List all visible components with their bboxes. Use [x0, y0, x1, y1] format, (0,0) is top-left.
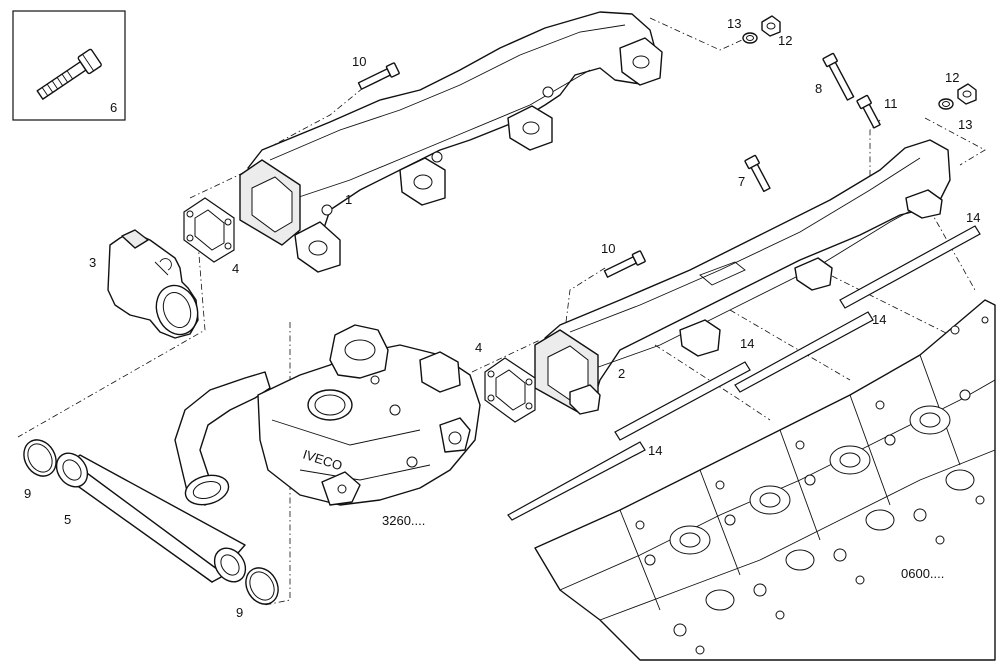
callout-labels: 1 2 3 4 4 5 6 7 8 9 9 10 10 11 12 12 13 …: [24, 16, 980, 620]
sealing-ring-right: [245, 567, 279, 605]
turbocharger-assembly: IVECO: [174, 324, 481, 506]
callout-4a: 4: [232, 261, 239, 276]
callout-5: 5: [64, 512, 71, 527]
callout-10a: 10: [352, 54, 366, 69]
callout-9a: 9: [24, 486, 31, 501]
callout-9b: 9: [236, 605, 243, 620]
callout-3: 3: [89, 255, 96, 270]
callout-6: 6: [110, 100, 117, 115]
cylinder-bays: [635, 316, 989, 655]
callout-14a: 14: [966, 210, 980, 225]
callout-14d: 14: [648, 443, 662, 458]
callout-14b: 14: [872, 312, 886, 327]
reference-3260: 3260....: [382, 513, 425, 528]
flange-gasket-upper: [183, 197, 235, 263]
reference-0600: 0600....: [901, 566, 944, 581]
washer-13-right: [938, 98, 954, 110]
cylinder-head: [534, 299, 996, 661]
reference-labels: 3260.... 0600....: [382, 513, 944, 581]
callout-12b: 12: [945, 70, 959, 85]
callout-1: 1: [345, 192, 352, 207]
exhaust-manifold-lower: [534, 139, 951, 415]
stud-8: [822, 52, 855, 101]
exhaust-manifold-upper: [239, 11, 663, 273]
washer-13-upper: [742, 32, 758, 44]
callout-7: 7: [738, 174, 745, 189]
callout-2: 2: [618, 366, 625, 381]
port-gaskets: [507, 225, 981, 521]
callout-4b: 4: [475, 340, 482, 355]
sealing-ring-left: [23, 439, 57, 477]
callout-8: 8: [815, 81, 822, 96]
inset-bolt-detail: [12, 10, 126, 121]
bolt-10-lower: [603, 250, 646, 278]
callout-12a: 12: [778, 33, 792, 48]
flange-gasket-lower: [484, 357, 536, 423]
nut-12-right: [957, 83, 977, 105]
callout-13a: 13: [727, 16, 741, 31]
callout-13b: 13: [958, 117, 972, 132]
bolt-7: [744, 154, 771, 193]
nut-12-upper: [761, 15, 781, 37]
callout-10b: 10: [601, 241, 615, 256]
bolt-10-upper: [357, 62, 400, 90]
callout-11: 11: [884, 96, 898, 111]
elbow-pipe: [107, 229, 199, 339]
connecting-pipe: [55, 452, 247, 583]
bolt-11: [856, 94, 881, 129]
callout-14c: 14: [740, 336, 754, 351]
